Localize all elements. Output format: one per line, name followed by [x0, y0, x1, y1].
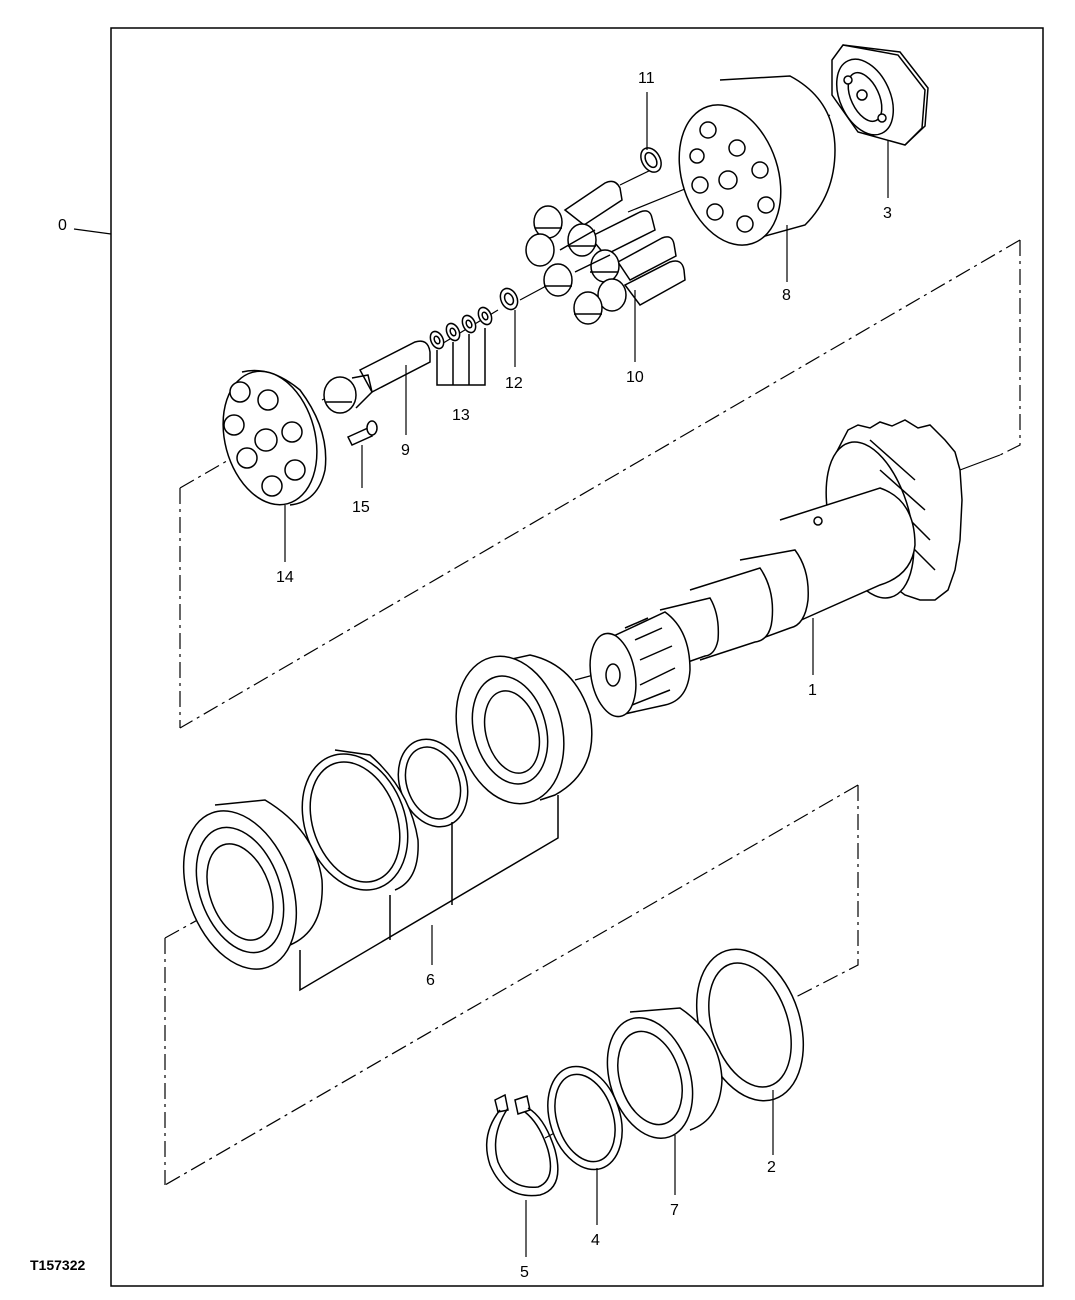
diagram-frame	[110, 27, 1044, 1287]
callout-5[interactable]: 5	[520, 1264, 529, 1281]
valve-plate	[831, 44, 929, 146]
ring-11	[640, 147, 662, 173]
callout-0[interactable]: 0	[58, 217, 112, 235]
callout-15[interactable]: 15	[352, 499, 370, 516]
snap-ring-inner	[397, 738, 469, 828]
snap-ring-4	[547, 1065, 623, 1171]
bearing-7	[606, 1007, 723, 1139]
leader-lines	[284, 92, 889, 1257]
callout-10[interactable]: 10	[626, 369, 644, 386]
center-pin	[323, 340, 431, 414]
washer-12	[499, 287, 519, 311]
callout-8[interactable]: 8	[782, 287, 791, 304]
callout-7[interactable]: 7	[670, 1202, 679, 1219]
thrust-washer	[695, 948, 805, 1102]
bearing-large	[455, 654, 593, 805]
callout-14[interactable]: 14	[276, 569, 294, 586]
bearing-small	[182, 799, 323, 970]
callout-11[interactable]: 11	[638, 70, 655, 87]
bearing-set-leaders	[299, 795, 559, 992]
callout-6[interactable]: 6	[426, 972, 435, 989]
callout-3[interactable]: 3	[883, 205, 892, 222]
retainer-plate	[222, 369, 327, 506]
bolt	[346, 420, 378, 446]
figure-id: T157322	[30, 1257, 85, 1273]
callout-12[interactable]: 12	[505, 375, 523, 392]
drive-shaft	[659, 419, 963, 671]
bearing-race	[301, 749, 419, 891]
callout-1[interactable]: 1	[808, 682, 817, 699]
circlip	[485, 1093, 559, 1197]
spacer-set	[429, 306, 493, 386]
cylinder-block	[678, 75, 836, 246]
callout-13[interactable]: 13	[452, 407, 470, 424]
callout-0-label: 0	[58, 217, 67, 234]
phantom-lines	[164, 239, 1021, 1186]
callout-4[interactable]: 4	[591, 1232, 600, 1249]
callout-9[interactable]: 9	[401, 442, 410, 459]
callout-2[interactable]: 2	[767, 1159, 776, 1176]
spline-coupling	[589, 611, 691, 718]
pistons	[525, 180, 686, 325]
